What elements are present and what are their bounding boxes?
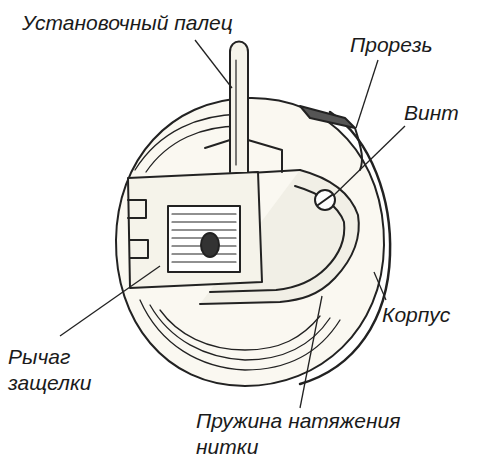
slot-edge (355, 128, 362, 170)
leader-line (374, 272, 386, 300)
screw-slot (318, 195, 332, 205)
part-label: Прорезь (350, 32, 490, 58)
case-body (116, 98, 384, 386)
latch-hole (201, 233, 219, 257)
part-label: Рычаг защелки (8, 344, 116, 396)
positioning-finger (230, 42, 248, 173)
case-slot (300, 106, 355, 128)
latch-hinge (128, 200, 148, 258)
screw-head (315, 190, 335, 210)
leader-line (333, 126, 405, 196)
latch-grille (172, 214, 236, 262)
latch-lever (128, 172, 262, 288)
leader-line (195, 40, 232, 88)
leader-lines (60, 40, 405, 408)
part-label: Установочный палец (22, 10, 292, 36)
leader-line (60, 266, 160, 336)
finger-shade (235, 60, 236, 165)
part-label: Корпус (382, 302, 492, 328)
leader-line (300, 296, 322, 408)
part-label: Винт (404, 100, 494, 126)
leader-line (356, 60, 378, 128)
finger-base (205, 140, 282, 172)
part-label: Пружина натяжения нитки (196, 408, 446, 460)
latch-window (168, 206, 240, 272)
